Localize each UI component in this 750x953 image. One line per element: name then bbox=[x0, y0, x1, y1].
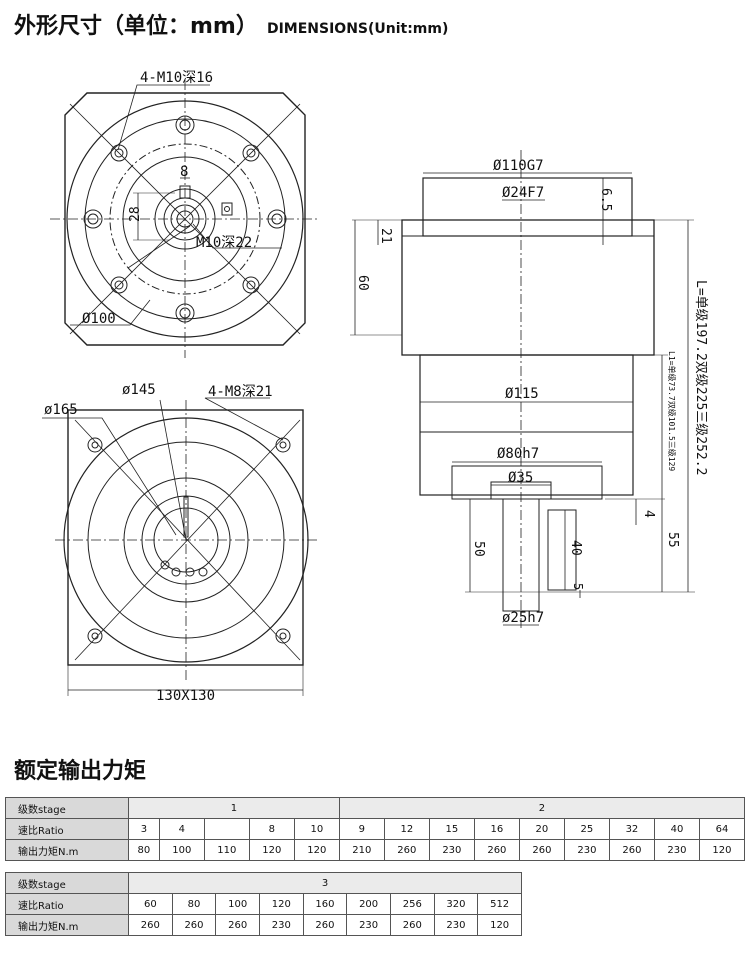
torque-cell: 210 bbox=[338, 839, 385, 861]
side-55-label: 55 bbox=[665, 532, 680, 548]
top-pcd-label: Ø100 bbox=[82, 311, 116, 327]
side-40-label: 40 bbox=[568, 540, 583, 556]
bottom-pcd-label: ø145 bbox=[122, 382, 156, 398]
torque-cell: 230 bbox=[346, 914, 391, 936]
torque-cell: 260 bbox=[608, 839, 655, 861]
torque-cell: 120 bbox=[477, 914, 522, 936]
side-body-label: Ø115 bbox=[505, 386, 539, 402]
row-label-ratio: 速比Ratio bbox=[5, 893, 129, 915]
ratio-cell: 200 bbox=[346, 893, 391, 915]
torque-cell: 260 bbox=[215, 914, 260, 936]
torque-cell: 230 bbox=[428, 839, 475, 861]
torque-cell: 260 bbox=[302, 914, 348, 936]
torque-cell: 230 bbox=[433, 914, 479, 936]
torque-cell: 260 bbox=[383, 839, 430, 861]
torque-cell: 230 bbox=[563, 839, 610, 861]
torque-cell: 230 bbox=[653, 839, 700, 861]
bottom-flange-view bbox=[42, 397, 320, 696]
side-flange-label: Ø80h7 bbox=[497, 446, 539, 462]
ratio-cell: 12 bbox=[383, 818, 430, 840]
torque-table-2: 级数stage 3 速比Ratio 60 80 100 120 160 200 … bbox=[5, 872, 522, 936]
row-label-torque: 输出力矩N.m bbox=[5, 839, 129, 861]
table-row: 级数stage 1 2 bbox=[5, 797, 746, 819]
torque-cell: 230 bbox=[258, 914, 304, 936]
top-holes-label: 4-M10深16 bbox=[140, 70, 213, 86]
side-bore-label: Ø24F7 bbox=[502, 185, 544, 201]
stage-3-cell: 3 bbox=[128, 872, 522, 894]
torque-cell: 120 bbox=[293, 839, 340, 861]
torque-cell: 80 bbox=[128, 839, 160, 861]
ratio-cell: 160 bbox=[302, 893, 348, 915]
title-cn: 外形尺寸（单位：mm） bbox=[14, 14, 258, 39]
row-label-ratio: 速比Ratio bbox=[5, 818, 129, 840]
side-depth-label: 6.5 bbox=[598, 188, 613, 211]
top-flange-view bbox=[50, 80, 320, 358]
table-row: 速比Ratio 3 4 8 10 9 12 15 16 20 25 32 40 … bbox=[5, 818, 746, 840]
section-title: 额定输出力矩 bbox=[14, 759, 147, 784]
ratio-cell bbox=[203, 818, 250, 840]
side-60-label: 60 bbox=[355, 275, 370, 291]
table-row: 输出力矩N.m 80 100 110 120 120 210 260 230 2… bbox=[5, 839, 746, 861]
title-en: DIMENSIONS(Unit:mm) bbox=[266, 21, 449, 37]
ratio-cell: 3 bbox=[128, 818, 160, 840]
row-label-stage: 级数stage bbox=[5, 872, 129, 894]
ratio-cell: 8 bbox=[248, 818, 295, 840]
ratio-cell: 9 bbox=[338, 818, 385, 840]
ratio-cell: 32 bbox=[608, 818, 655, 840]
torque-cell: 120 bbox=[698, 839, 746, 861]
ratio-cell: 120 bbox=[258, 893, 304, 915]
ratio-cell: 60 bbox=[128, 893, 173, 915]
side-shaft-label: ø25h7 bbox=[502, 610, 544, 626]
side-5-label: 5 bbox=[571, 583, 585, 590]
side-21-label: 21 bbox=[378, 228, 393, 244]
torque-cell: 260 bbox=[128, 914, 173, 936]
side-length-L-label: L=单级197.2双级225三级252.2 bbox=[693, 280, 708, 475]
ratio-cell: 20 bbox=[518, 818, 565, 840]
side-50-label: 50 bbox=[471, 541, 486, 557]
stage-1-cell: 1 bbox=[128, 797, 340, 819]
side-pilot-label: Ø110G7 bbox=[493, 158, 544, 174]
top-thread-label: M10深22 bbox=[196, 235, 252, 251]
torque-cell: 260 bbox=[473, 839, 520, 861]
dimension-drawing: 4-M10深16 8 28 M10深22 Ø100 ø165 ø145 4-M8… bbox=[42, 70, 708, 704]
top-key-width-label: 8 bbox=[180, 164, 188, 180]
ratio-cell: 256 bbox=[389, 893, 435, 915]
ratio-cell: 40 bbox=[653, 818, 700, 840]
side-boss-label: Ø35 bbox=[508, 470, 533, 486]
ratio-cell: 100 bbox=[215, 893, 260, 915]
bottom-outer-label: ø165 bbox=[44, 402, 78, 418]
table-row: 输出力矩N.m 260 260 260 230 260 230 260 230 … bbox=[5, 914, 522, 936]
torque-cell: 260 bbox=[171, 914, 217, 936]
ratio-cell: 16 bbox=[473, 818, 520, 840]
torque-cell: 110 bbox=[203, 839, 250, 861]
page-header: 外形尺寸（单位：mm） DIMENSIONS(Unit:mm) bbox=[14, 8, 448, 40]
side-length-L1-label: L1=单级73.7双级101.5三级129 bbox=[667, 351, 677, 471]
bottom-square-label: 130X130 bbox=[156, 688, 215, 704]
stage-2-cell: 2 bbox=[338, 797, 746, 819]
ratio-cell: 80 bbox=[171, 893, 217, 915]
side-view bbox=[350, 150, 695, 630]
ratio-cell: 512 bbox=[477, 893, 522, 915]
torque-cell: 120 bbox=[248, 839, 295, 861]
torque-cell: 260 bbox=[518, 839, 565, 861]
ratio-cell: 25 bbox=[563, 818, 610, 840]
row-label-torque: 输出力矩N.m bbox=[5, 914, 129, 936]
ratio-cell: 64 bbox=[698, 818, 746, 840]
torque-table-1: 级数stage 1 2 速比Ratio 3 4 8 10 9 12 15 16 … bbox=[5, 797, 746, 861]
table-row: 级数stage 3 bbox=[5, 872, 522, 894]
torque-cell: 260 bbox=[389, 914, 435, 936]
top-shaft-height-label: 28 bbox=[128, 206, 143, 222]
torque-cell: 100 bbox=[158, 839, 205, 861]
ratio-cell: 4 bbox=[158, 818, 205, 840]
ratio-cell: 15 bbox=[428, 818, 475, 840]
row-label-stage: 级数stage bbox=[5, 797, 129, 819]
ratio-cell: 320 bbox=[433, 893, 479, 915]
side-4-label: 4 bbox=[641, 510, 656, 518]
bottom-holes-label: 4-M8深21 bbox=[208, 384, 273, 400]
table-row: 速比Ratio 60 80 100 120 160 200 256 320 51… bbox=[5, 893, 522, 915]
ratio-cell: 10 bbox=[293, 818, 340, 840]
